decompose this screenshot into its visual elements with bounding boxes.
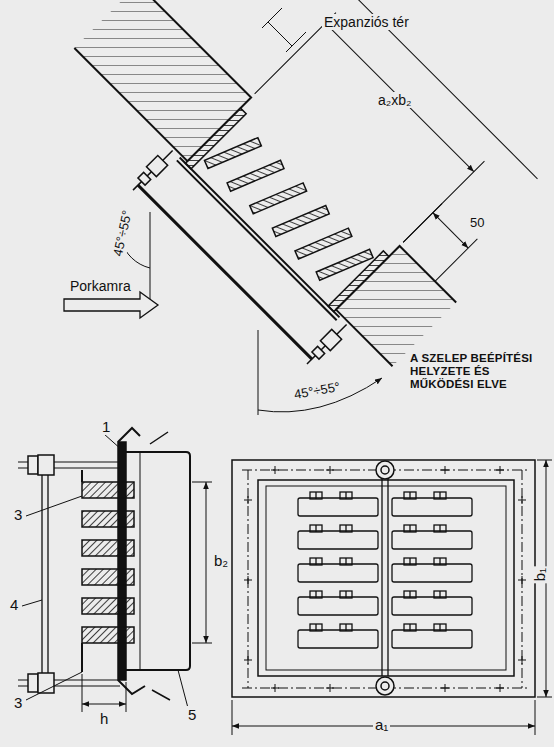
- louver-clip: [404, 624, 416, 631]
- dimension-label: h: [98, 710, 110, 727]
- centre-mark: [244, 656, 252, 664]
- louver-plate: [392, 531, 472, 549]
- dimension-label: b₁: [531, 566, 548, 583]
- centre-mark: [326, 684, 334, 692]
- louver-clip: [439, 624, 440, 631]
- callout-number: 5: [186, 706, 198, 723]
- louver-clip: [315, 591, 316, 598]
- louver-clip: [345, 624, 346, 631]
- dimension-label: 50: [468, 216, 486, 231]
- centre-mark: [271, 684, 279, 692]
- installation-view: [33, 0, 554, 415]
- callout-number: 3: [12, 506, 24, 523]
- louver-clip: [345, 591, 346, 598]
- louver-plate: [298, 564, 378, 582]
- louver-clip: [434, 492, 446, 499]
- louver-clip: [340, 624, 352, 631]
- caption-note: A SZELEP BEÉPÍTÉSI HELYZETE ÉS MŰKÖDÉSI …: [408, 352, 552, 392]
- centre-mark: [518, 576, 526, 584]
- centre-mark: [518, 496, 526, 504]
- louver-clip: [310, 492, 322, 499]
- louver-clip: [310, 591, 322, 598]
- region-label: Expanziós tér: [322, 14, 411, 30]
- louver-plate: [392, 597, 472, 615]
- louver-clip: [439, 591, 440, 598]
- centre-mark: [271, 466, 279, 474]
- louver-plate: [298, 498, 378, 516]
- louver-clip: [439, 492, 440, 499]
- dimension-label: a₂xb₂: [376, 92, 413, 108]
- chamber-label: Porkamra: [68, 278, 133, 294]
- louver-clip: [409, 591, 410, 598]
- angle-label: 45°÷55°: [111, 207, 136, 259]
- centre-mark: [496, 466, 504, 474]
- louver-clip: [404, 525, 416, 532]
- callout-number: 3: [12, 694, 24, 711]
- centre-mark: [441, 684, 449, 692]
- louver-clip: [404, 591, 416, 598]
- louver-plate: [392, 564, 472, 582]
- louver-clip: [409, 624, 410, 631]
- louver-plate: [298, 597, 378, 615]
- louver-clip: [409, 492, 410, 499]
- callout-number: 1: [100, 418, 112, 435]
- centre-mark: [496, 684, 504, 692]
- louver-plate: [392, 498, 472, 516]
- louver-clip: [340, 558, 352, 565]
- louver-clip: [434, 624, 446, 631]
- louver-clip: [404, 558, 416, 565]
- centre-mark: [518, 656, 526, 664]
- louver-clip: [434, 525, 446, 532]
- louver-clip: [409, 525, 410, 532]
- louver-clip: [340, 591, 352, 598]
- centre-mark: [244, 576, 252, 584]
- louver-clip: [439, 525, 440, 532]
- centre-mark: [326, 466, 334, 474]
- louver-clip: [345, 525, 346, 532]
- louver-clip: [310, 558, 322, 565]
- louver-clip: [310, 525, 322, 532]
- louver-plate: [298, 630, 378, 648]
- louver-clip: [434, 591, 446, 598]
- angle-label: 45°÷55°: [291, 380, 343, 403]
- louver-clip: [315, 525, 316, 532]
- louver-plate: [298, 531, 378, 549]
- centre-mark: [441, 466, 449, 474]
- centre-mark: [244, 496, 252, 504]
- louver-clip: [315, 492, 316, 499]
- side-view: [18, 428, 212, 712]
- front-view: [232, 460, 552, 735]
- louver-clip: [345, 492, 346, 499]
- louver-clip: [409, 558, 410, 565]
- louver-clip: [404, 492, 416, 499]
- louver-clip: [340, 492, 352, 499]
- louver-clip: [345, 558, 346, 565]
- louver-clip: [340, 525, 352, 532]
- louver-clip: [315, 558, 316, 565]
- dimension-label: b₂: [212, 552, 230, 569]
- louver-clip: [434, 558, 446, 565]
- louver-clip: [315, 624, 316, 631]
- callout-number: 4: [8, 596, 20, 613]
- louver-plate: [392, 630, 472, 648]
- louver-clip: [439, 558, 440, 565]
- louver-clip: [310, 624, 322, 631]
- dimension-label: a₁: [373, 716, 390, 733]
